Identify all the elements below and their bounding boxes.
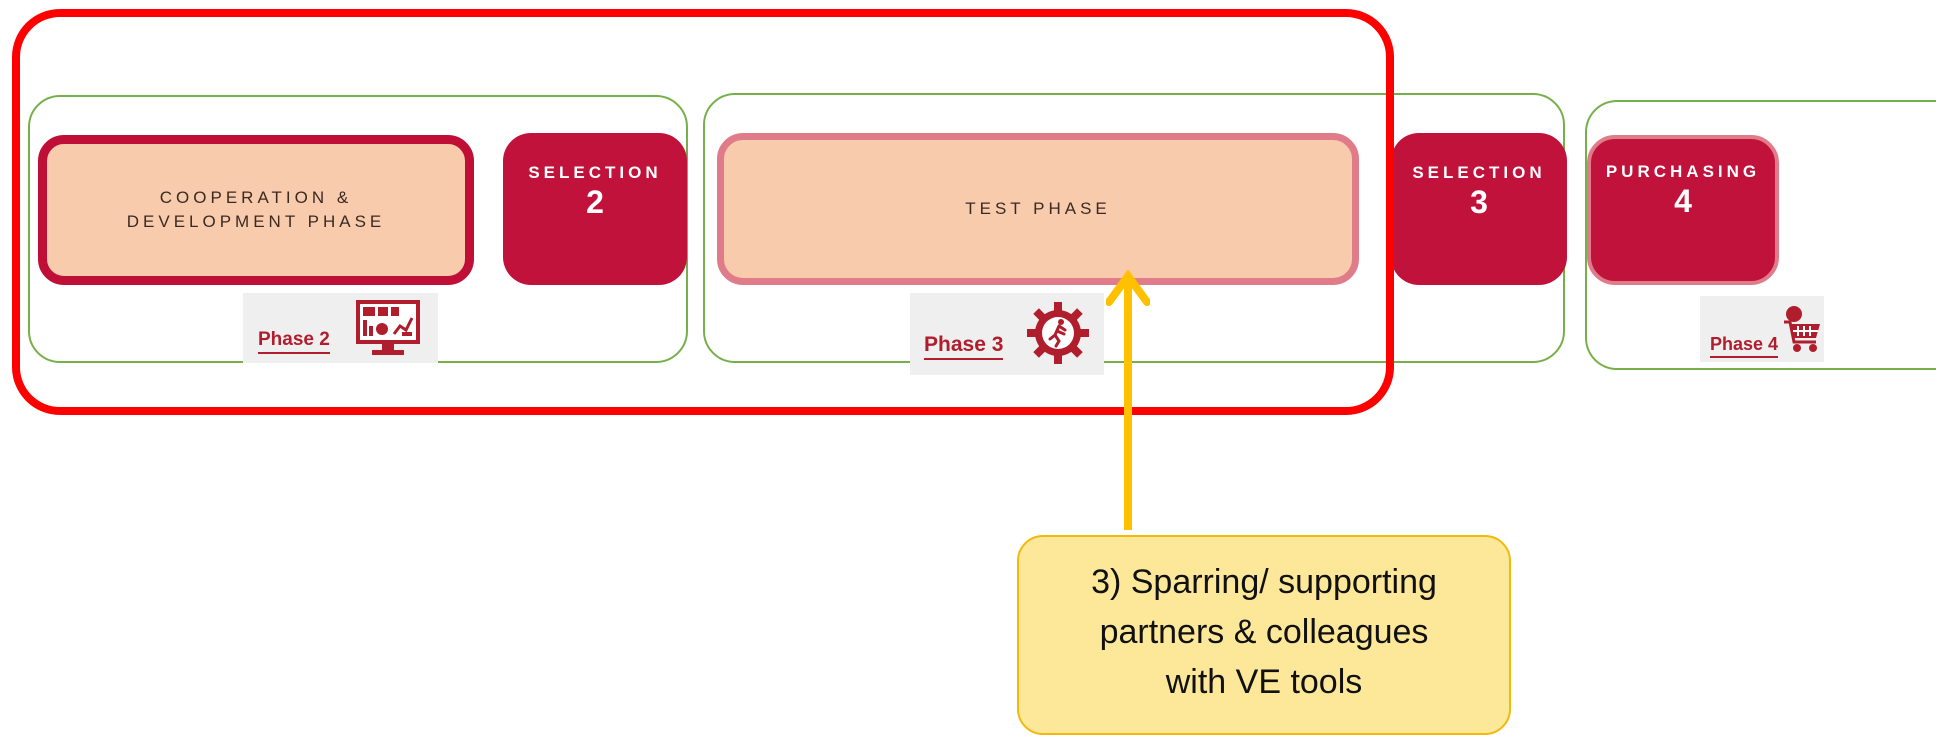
- callout-line-3: with VE tools: [1165, 663, 1363, 701]
- cooperation-development-phase-box: COOPERATION & DEVELOPMENT PHASE: [38, 135, 474, 285]
- purchasing-4-label: PURCHASING: [1605, 162, 1761, 181]
- phase-4-label: Phase 4: [1710, 334, 1779, 358]
- coop-label-line2: DEVELOPMENT PHASE: [126, 212, 386, 231]
- selection-3-box: SELECTION 3: [1391, 133, 1567, 285]
- monitor-dashboard-icon: [356, 300, 420, 355]
- selection-2-number: 2: [586, 184, 604, 220]
- gear-runner-icon: [1027, 302, 1089, 364]
- phase-2-label: Phase 2: [258, 329, 330, 354]
- test-phase-box: TEST PHASE: [717, 133, 1359, 285]
- phase-3-label: Phase 3: [924, 333, 1004, 360]
- up-arrow-icon: [1106, 270, 1150, 530]
- phase-3-card: Phase 3: [910, 293, 1104, 375]
- purchasing-4-box: PURCHASING 4: [1587, 135, 1779, 285]
- purchasing-4-number: 4: [1674, 183, 1692, 219]
- selection-3-number: 3: [1470, 184, 1488, 220]
- callout-line-2: partners & colleagues: [1099, 613, 1429, 651]
- phase-2-card: Phase 2: [243, 293, 438, 363]
- selection-2-box: SELECTION 2: [503, 133, 687, 285]
- phase-4-card: Phase 4: [1700, 296, 1824, 362]
- coop-label-line1: COOPERATION &: [159, 188, 353, 207]
- callout-line-1: 3) Sparring/ supporting: [1091, 563, 1437, 601]
- shopping-cart-icon: [1784, 306, 1820, 352]
- selection-3-label: SELECTION: [1412, 163, 1546, 182]
- group-phase-4: [1585, 100, 1936, 370]
- highlight-outline: [12, 9, 1394, 415]
- test-phase-label: TEST PHASE: [965, 199, 1111, 218]
- callout-box: 3) Sparring/ supporting partners & colle…: [1017, 535, 1511, 735]
- selection-2-label: SELECTION: [528, 163, 662, 182]
